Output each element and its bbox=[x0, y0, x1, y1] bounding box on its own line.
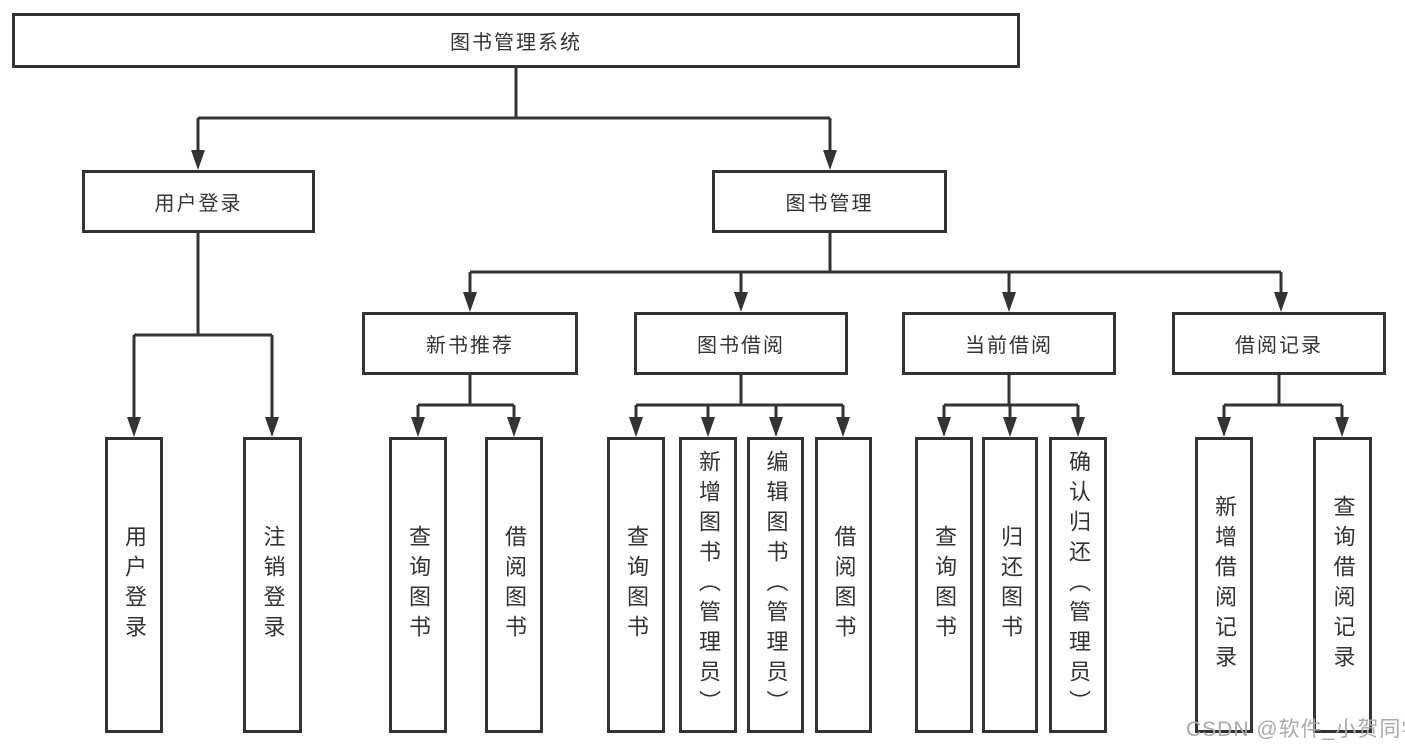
node-borrowing-records: 借阅记录 bbox=[1172, 312, 1386, 375]
arrowhead-icon bbox=[1274, 292, 1288, 312]
branch-line-book-management bbox=[468, 233, 1283, 298]
node-edit-books-admin: 编辑图书（管理员） bbox=[747, 437, 804, 733]
arrowhead-icon bbox=[191, 150, 205, 170]
node-logout-action: 注销登录 bbox=[243, 437, 302, 733]
arrowhead-icon bbox=[769, 417, 783, 437]
arrowhead-icon bbox=[734, 292, 748, 312]
node-return-books: 归还图书 bbox=[982, 437, 1038, 733]
arrowhead-icon bbox=[1217, 417, 1231, 437]
node-query-books-3: 查询图书 bbox=[915, 437, 973, 733]
node-root: 图书管理系统 bbox=[12, 13, 1020, 68]
node-book-borrowing: 图书借阅 bbox=[634, 312, 848, 375]
branch-line-book-borrowing bbox=[634, 375, 845, 423]
arrowhead-icon bbox=[1071, 417, 1085, 437]
node-add-books-admin: 新增图书（管理员） bbox=[679, 437, 737, 733]
arrowhead-icon bbox=[1002, 292, 1016, 312]
watermark: CSDN @软件_小贺同学 bbox=[1186, 718, 1405, 741]
node-borrow-books-1: 借阅图书 bbox=[485, 437, 543, 733]
arrowhead-icon bbox=[463, 292, 477, 312]
node-new-book-recommend: 新书推荐 bbox=[362, 312, 578, 375]
node-borrow-books-2: 借阅图书 bbox=[815, 437, 872, 733]
branch-line-borrowing-records bbox=[1222, 375, 1344, 423]
arrowhead-icon bbox=[836, 417, 850, 437]
branch-line-new-book-recommend bbox=[416, 375, 516, 423]
node-confirm-return-admin: 确认归还（管理员） bbox=[1049, 437, 1107, 733]
arrowhead-icon bbox=[823, 150, 837, 170]
node-query-books-1: 查询图书 bbox=[389, 437, 447, 733]
arrowhead-icon bbox=[937, 417, 951, 437]
arrowhead-icon bbox=[1003, 417, 1017, 437]
arrowhead-icon bbox=[629, 417, 643, 437]
arrowhead-icon bbox=[1335, 417, 1349, 437]
branch-line-root bbox=[196, 68, 832, 156]
branch-line-current-borrowing bbox=[942, 375, 1080, 423]
arrowhead-icon bbox=[411, 417, 425, 437]
node-book-management: 图书管理 bbox=[712, 170, 947, 233]
arrowhead-icon bbox=[127, 417, 141, 437]
arrowhead-icon bbox=[265, 417, 279, 437]
node-user-login-action: 用户登录 bbox=[105, 437, 163, 733]
node-add-borrow-record: 新增借阅记录 bbox=[1195, 437, 1253, 733]
node-query-borrow-record: 查询借阅记录 bbox=[1313, 437, 1372, 733]
node-query-books-2: 查询图书 bbox=[607, 437, 665, 733]
node-user-login-module: 用户登录 bbox=[82, 170, 315, 233]
node-current-borrowing: 当前借阅 bbox=[902, 312, 1116, 375]
branch-line-user-login-module bbox=[132, 233, 274, 423]
arrowhead-icon bbox=[701, 417, 715, 437]
arrowhead-icon bbox=[507, 417, 521, 437]
